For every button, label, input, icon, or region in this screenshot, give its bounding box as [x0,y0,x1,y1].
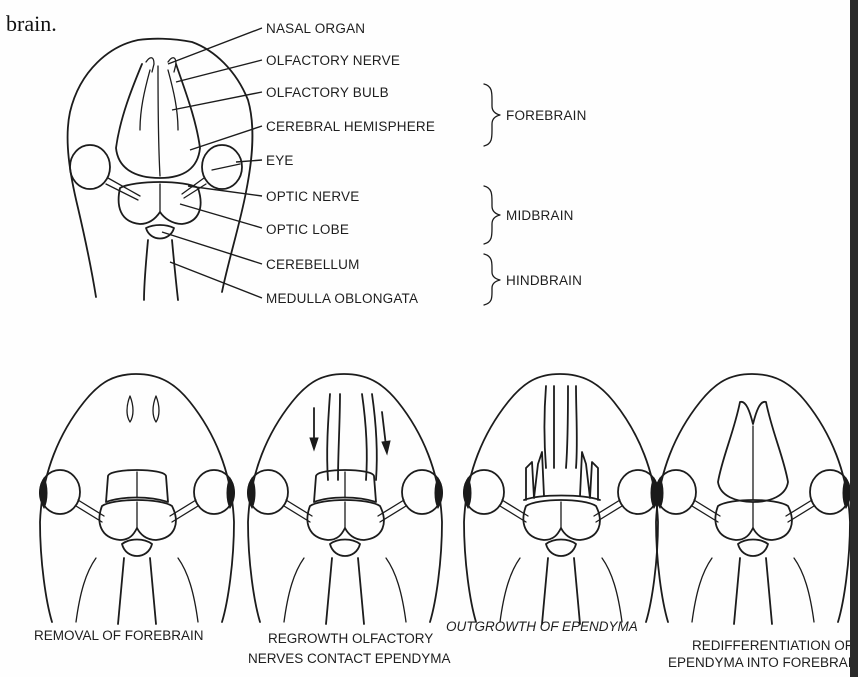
panel-regrowth-olfactory-nerves [248,374,443,624]
caption-panel3: OUTGROWTH OF EPENDYMA [446,619,638,634]
eye-left [70,145,110,189]
leader-eye [236,160,262,162]
caption-panel4-line1: REDIFFERENTIATION OF [692,638,853,653]
scan-edge-shadow [850,0,858,677]
label-cerebellum: CEREBELLUM [266,257,360,272]
label-olfactory-nerve: OLFACTORY NERVE [266,53,400,68]
label-eye: EYE [266,153,294,168]
label-optic-nerve: OPTIC NERVE [266,189,359,204]
leader-optic-lobe [180,204,262,228]
label-medulla-oblongata: MEDULLA OBLONGATA [266,291,418,306]
caption-panel2-line2: NERVES CONTACT EPENDYMA [248,651,451,666]
panel-outgrowth-of-ependyma [464,374,659,624]
header-word: brain. [6,11,57,36]
brace-hindbrain [484,254,500,305]
region-forebrain: FOREBRAIN [506,108,587,123]
region-braces: FOREBRAIN MIDBRAIN HINDBRAIN [484,84,587,305]
olfactory-bulb-line-r [168,70,178,130]
panel-removal-of-forebrain [40,374,235,624]
leader-nasal-organ [168,28,262,64]
label-optic-lobe: OPTIC LOBE [266,222,349,237]
medulla-right [172,240,178,300]
brace-midbrain [484,186,500,244]
caption-panel4-line2: EPENDYMA INTO FOREBRAIN [668,655,858,670]
label-nasal-organ: NASAL ORGAN [266,21,365,36]
label-olfactory-bulb: OLFACTORY BULB [266,85,389,100]
panel-redifferentiation [656,374,851,624]
labeled-head-diagram [68,39,253,300]
region-hindbrain: HINDBRAIN [506,273,582,288]
cerebellum-shape [146,225,174,239]
optic-nerve-left [106,178,140,200]
brace-forebrain [484,84,500,146]
structure-labels: NASAL ORGAN OLFACTORY NERVE OLFACTORY BU… [266,21,435,306]
region-midbrain: MIDBRAIN [506,208,574,223]
caption-panel2-line1: REGROWTH OLFACTORY [268,631,433,646]
nasal-organ-right [168,58,176,72]
panel-captions: REMOVAL OF FOREBRAIN REGROWTH OLFACTORY … [34,619,858,670]
leader-medulla [170,262,262,298]
olfactory-bulb-line [140,70,150,130]
leader-olfactory-nerve [176,60,262,82]
leader-cerebellum [162,232,262,264]
medulla-left [144,240,148,300]
caption-panel1: REMOVAL OF FOREBRAIN [34,628,204,643]
eye-right-line [212,164,240,170]
eye-right [202,145,242,189]
label-cerebral-hemisphere: CEREBRAL HEMISPHERE [266,119,435,134]
midline [158,66,160,176]
